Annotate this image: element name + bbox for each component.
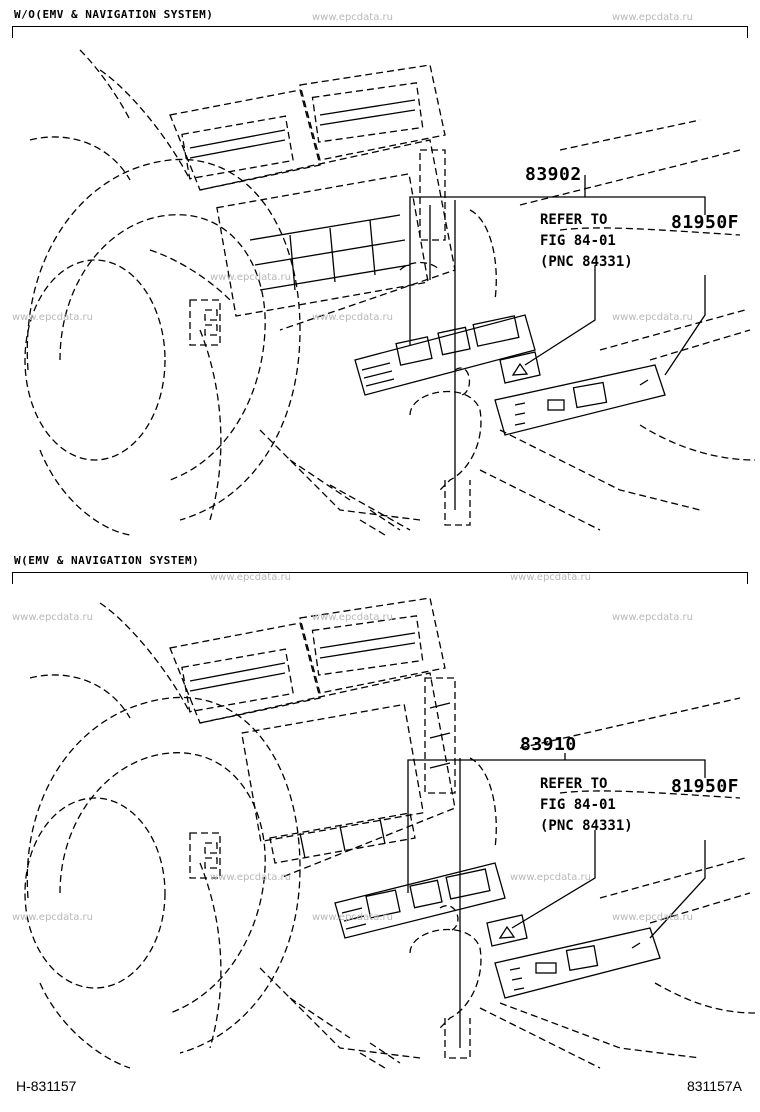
watermark-text: www.epcdata.ru — [210, 272, 291, 283]
watermark-text: www.epcdata.ru — [612, 612, 693, 623]
watermark-text: www.epcdata.ru — [210, 872, 291, 883]
section-title-without-navigation: W/O(EMV & NAVIGATION SYSTEM) — [14, 8, 214, 21]
watermark-text: www.epcdata.ru — [612, 312, 693, 323]
refer-line: (PNC 84331) — [540, 254, 633, 270]
watermark-text: www.epcdata.ru — [612, 912, 693, 923]
watermark-text: www.epcdata.ru — [312, 312, 393, 323]
watermark-text: www.epcdata.ru — [210, 572, 291, 583]
section-frame-tick-left — [12, 572, 13, 584]
dashboard-illustration-without-navigation — [24, 49, 756, 536]
watermark-text: www.epcdata.ru — [12, 912, 93, 923]
part-number-side-panel: 81950F — [671, 776, 740, 797]
part-number-side-panel: 81950F — [671, 212, 740, 233]
watermark-text: www.epcdata.ru — [12, 612, 93, 623]
watermark-text: www.epcdata.ru — [612, 12, 693, 23]
section-title-with-navigation: W(EMV & NAVIGATION SYSTEM) — [14, 554, 200, 567]
dashboard-illustration-with-navigation — [24, 597, 756, 1069]
section-frame-top — [12, 26, 748, 27]
refer-line: FIG 84-01 — [540, 233, 616, 249]
watermark-text: www.epcdata.ru — [510, 572, 591, 583]
watermark-text: www.epcdata.ru — [312, 12, 393, 23]
part-number-climate-panel: 83902 — [525, 164, 582, 185]
watermark-text: www.epcdata.ru — [312, 912, 393, 923]
refer-to-note: REFER TO FIG 84-01 (PNC 84331) — [540, 774, 633, 837]
refer-line: FIG 84-01 — [540, 797, 616, 813]
illustration-code-right: 831157A — [686, 1078, 742, 1094]
watermark-text: www.epcdata.ru — [510, 872, 591, 883]
refer-line: REFER TO — [540, 776, 608, 792]
part-number-climate-panel: 83910 — [520, 734, 577, 755]
watermark-text: www.epcdata.ru — [12, 312, 93, 323]
watermark-text: www.epcdata.ru — [312, 612, 393, 623]
section-frame-tick-right — [747, 572, 748, 584]
section-frame-top — [12, 572, 748, 573]
illustration-code-left: H-831157 — [16, 1078, 77, 1094]
section-frame-tick-right — [747, 26, 748, 38]
refer-line: REFER TO — [540, 212, 608, 228]
refer-line: (PNC 84331) — [540, 818, 633, 834]
section-frame-tick-left — [12, 26, 13, 38]
refer-to-note: REFER TO FIG 84-01 (PNC 84331) — [540, 210, 633, 273]
